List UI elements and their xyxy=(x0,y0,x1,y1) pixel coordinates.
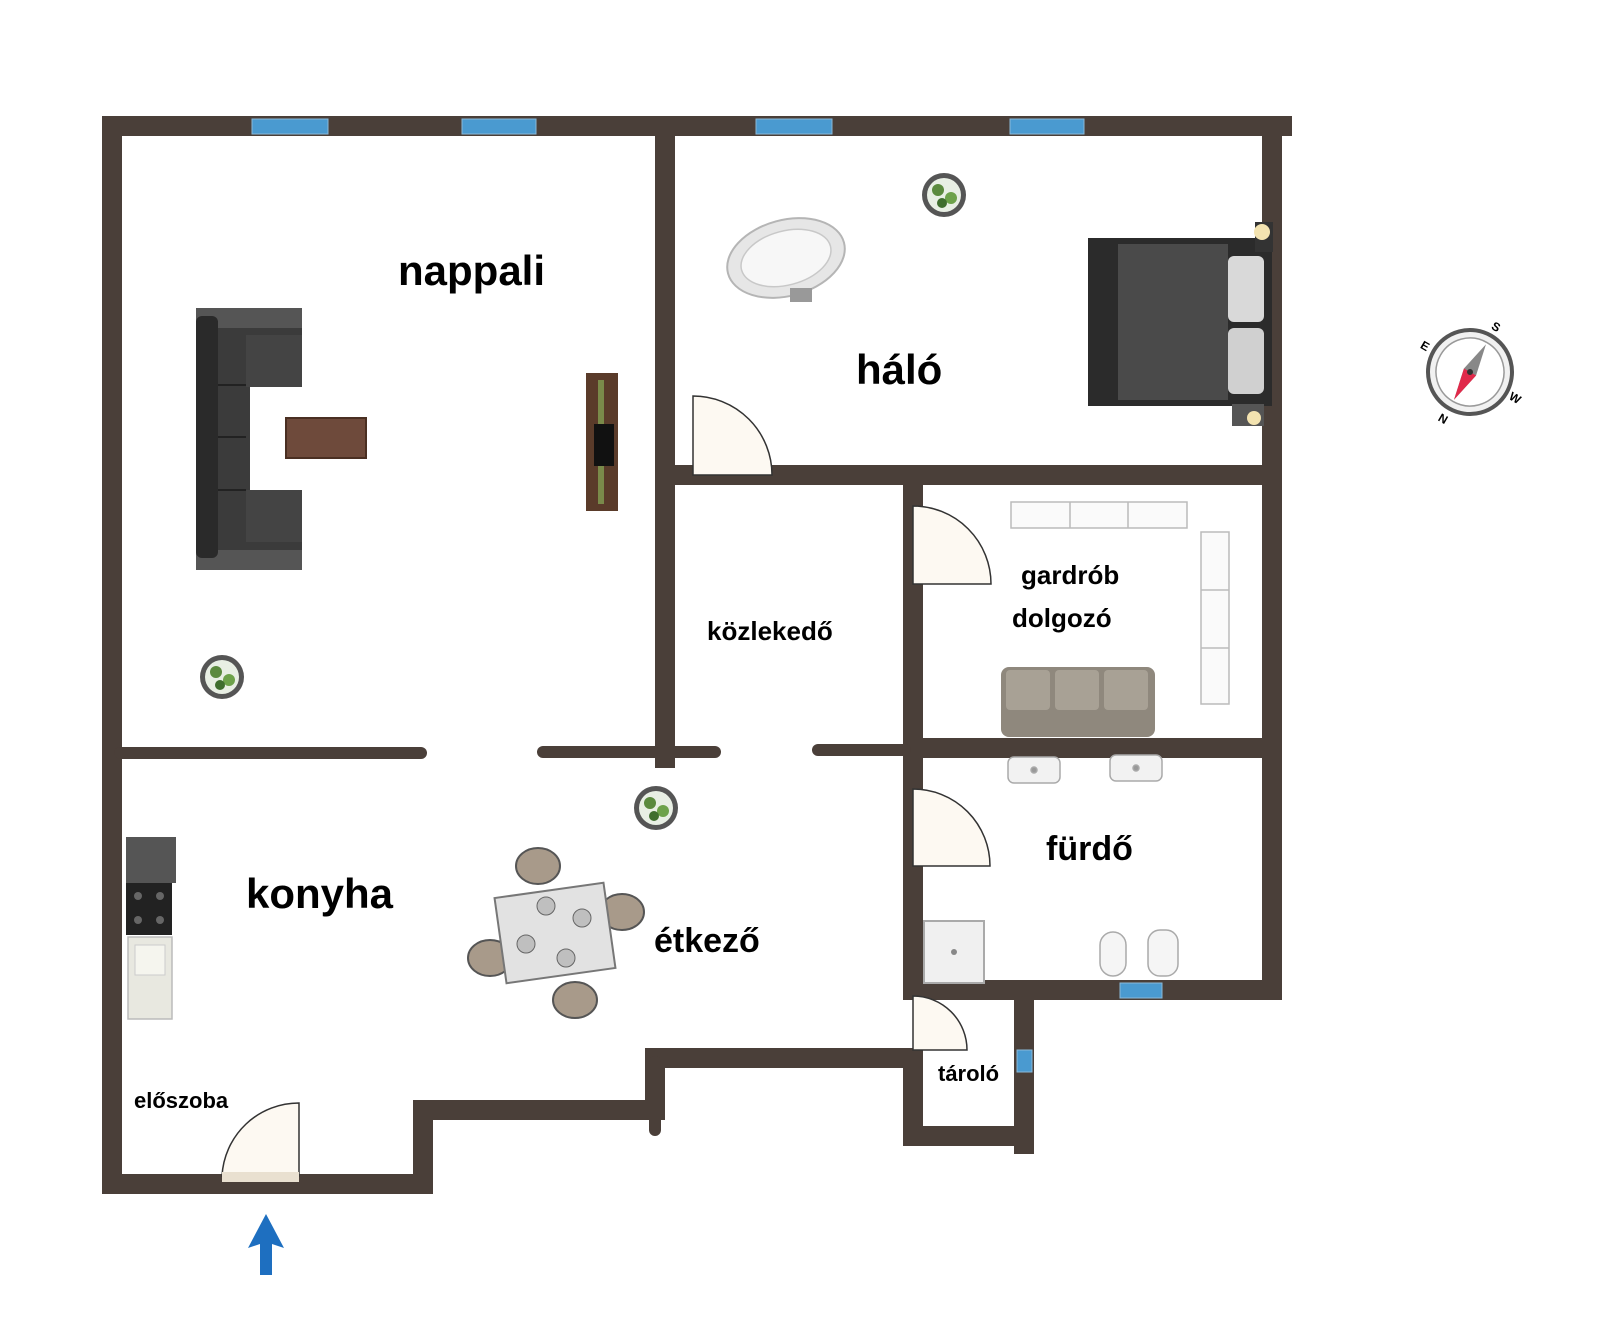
bathtub xyxy=(726,217,846,302)
room-label-halo: háló xyxy=(856,346,942,393)
room-label-dolgozo: dolgozó xyxy=(1012,603,1112,633)
sofa xyxy=(1001,667,1155,737)
doors xyxy=(221,395,992,1182)
bed xyxy=(1088,222,1273,426)
plant-icon xyxy=(922,173,966,217)
room-label-konyha: konyha xyxy=(246,870,394,917)
room-label-tarolo: tároló xyxy=(938,1061,999,1086)
dining-table xyxy=(467,847,645,1019)
kitchen-counter xyxy=(126,837,176,1020)
room-label-gardrob: gardrób xyxy=(1021,560,1119,590)
windows xyxy=(251,118,1163,1073)
compass-label-s: S xyxy=(1489,319,1503,335)
partial-walls xyxy=(114,744,911,1136)
bidet xyxy=(1099,931,1127,977)
room-label-furdo: fürdő xyxy=(1046,830,1133,868)
tv-stand xyxy=(586,373,618,511)
room-label-nappali: nappali xyxy=(398,247,545,294)
shower xyxy=(923,920,985,984)
compass-label-e: E xyxy=(1418,338,1432,354)
room-label-eloszoba: előszoba xyxy=(134,1088,229,1113)
entrance-arrow-icon xyxy=(248,1214,284,1275)
toilet xyxy=(1147,929,1179,977)
sofa xyxy=(196,308,302,570)
sink xyxy=(1007,754,1163,784)
plant-icon xyxy=(634,786,678,830)
compass-icon: S W N E xyxy=(1418,319,1524,427)
wardrobe xyxy=(1010,501,1230,705)
coffee-table xyxy=(285,417,367,459)
room-label-etkezo: étkező xyxy=(654,922,760,960)
plant-icon xyxy=(200,655,244,699)
compass-label-n: N xyxy=(1436,411,1451,427)
room-label-kozlekedo: közlekedő xyxy=(707,616,833,646)
